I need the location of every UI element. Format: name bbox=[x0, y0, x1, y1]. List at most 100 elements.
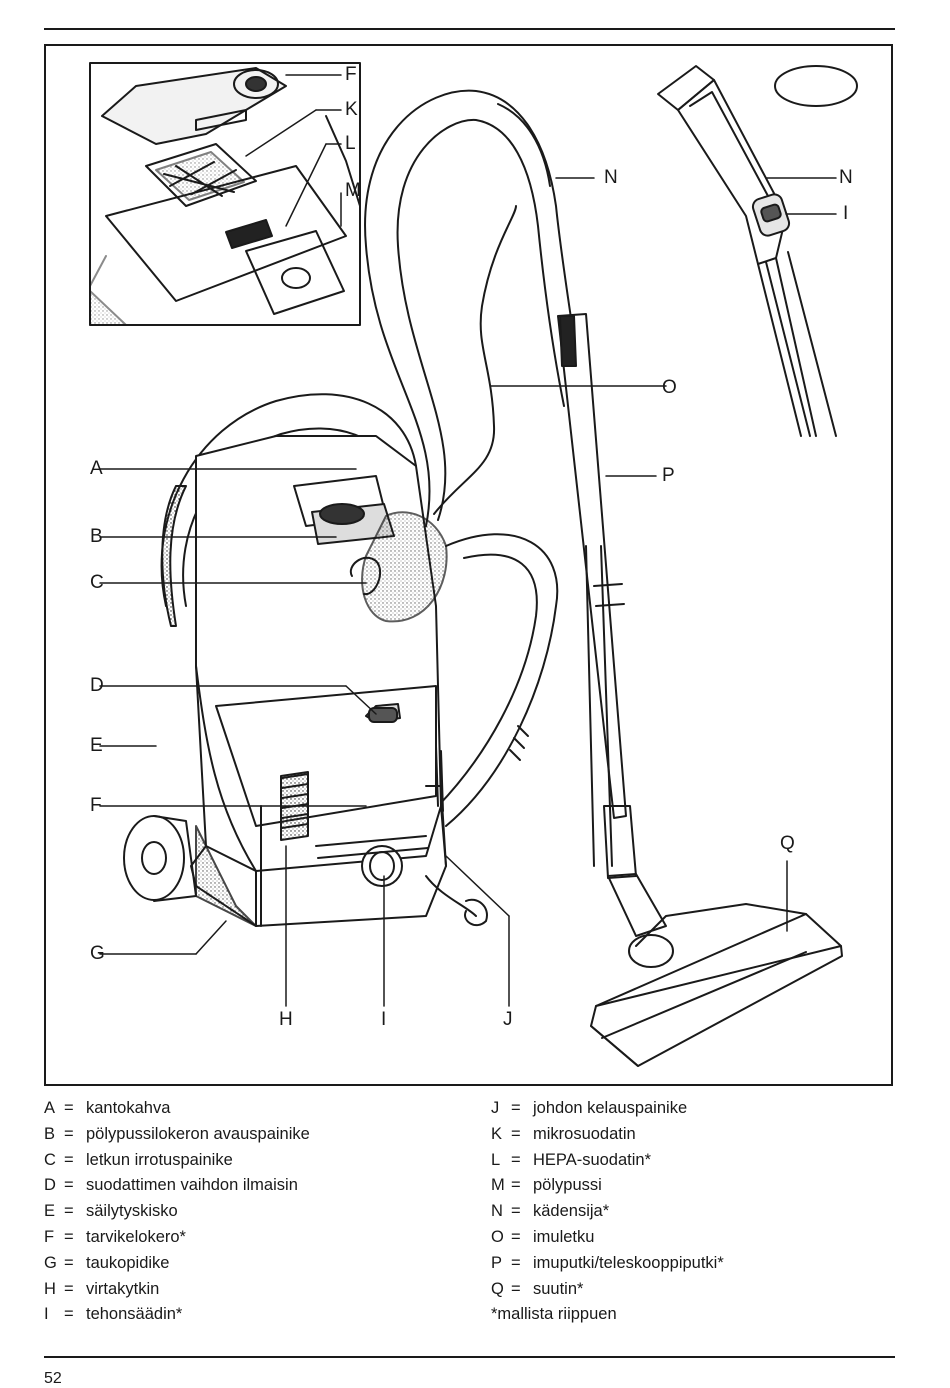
legend-text: johdon kelauspainike bbox=[533, 1099, 688, 1117]
legend-key: Q bbox=[491, 1279, 504, 1298]
callout-o: O bbox=[662, 377, 677, 398]
legend-key: K bbox=[491, 1124, 503, 1143]
legend-footnote: *mallista riippuen bbox=[491, 1305, 617, 1324]
callout-b: B bbox=[90, 526, 103, 547]
legend-text: pölypussi bbox=[533, 1176, 602, 1195]
callout-q: Q bbox=[780, 833, 795, 854]
legend-item: G = taukopidike bbox=[44, 1251, 310, 1277]
legend-equals: = bbox=[511, 1099, 521, 1117]
legend-text: imuletku bbox=[533, 1227, 595, 1246]
legend-item: N=kädensija* bbox=[491, 1199, 724, 1225]
suction-hose bbox=[364, 89, 582, 827]
legend-key: H bbox=[44, 1279, 56, 1298]
callout-n-hose: N bbox=[604, 167, 618, 188]
legend-equals: = bbox=[64, 1202, 74, 1221]
legend-text: kantokahva bbox=[86, 1099, 171, 1117]
legend-equals: = bbox=[511, 1150, 521, 1169]
legend-key: N bbox=[491, 1202, 503, 1221]
legend-key: G bbox=[44, 1253, 57, 1272]
bottom-rule bbox=[44, 1356, 895, 1358]
legend-equals: = bbox=[64, 1124, 74, 1143]
callout-h: H bbox=[279, 1009, 293, 1030]
legend-item: M = pölypussi bbox=[491, 1173, 724, 1199]
illustration-drawing bbox=[89, 62, 858, 1067]
legend-key: M bbox=[491, 1176, 505, 1195]
legend-key: I bbox=[44, 1305, 49, 1324]
legend-equals: = bbox=[64, 1099, 74, 1117]
legend-equals: = bbox=[511, 1227, 521, 1246]
callout-j: J bbox=[503, 1009, 513, 1030]
legend-item: P = imuputki/teleskooppiputki* bbox=[491, 1251, 724, 1277]
legend-text: suodattimen vaihdon ilmaisin bbox=[86, 1176, 298, 1195]
legend-equals: = bbox=[64, 1227, 74, 1246]
legend-text: säilytyskisko bbox=[86, 1202, 178, 1221]
callout-f-main: F bbox=[90, 795, 102, 816]
callout-c: C bbox=[90, 572, 104, 593]
suction-wand bbox=[557, 313, 843, 1067]
callout-m: M bbox=[345, 180, 361, 201]
legend-key: J bbox=[491, 1099, 500, 1117]
legend-equals: = bbox=[511, 1176, 521, 1195]
legend-text: taukopidike bbox=[86, 1253, 170, 1272]
legend-key: O bbox=[491, 1227, 504, 1246]
legend-key: P bbox=[491, 1253, 503, 1272]
legend-item: J = johdon kelauspainike bbox=[491, 1096, 724, 1122]
legend-equals: = bbox=[64, 1279, 74, 1298]
legend-item: O = imuletku bbox=[491, 1225, 724, 1251]
legend-item: I = tehonsäädin* bbox=[44, 1302, 310, 1328]
legend-item: Q = suutin* bbox=[491, 1277, 724, 1303]
callout-n-detail: N bbox=[839, 167, 853, 188]
legend-equals: = bbox=[64, 1253, 74, 1272]
legend-equals: = bbox=[511, 1124, 521, 1143]
legend-key: B bbox=[44, 1124, 56, 1143]
legend-equals: = bbox=[64, 1305, 74, 1324]
legend-item: F = tarvikelokero* bbox=[44, 1225, 310, 1251]
legend-item: K = mikrosuodatin bbox=[491, 1122, 724, 1148]
legend-left-column: A = kantokahva B = pölypussilokeron avauspai… bbox=[44, 1096, 310, 1328]
legend-text: letkun irrotuspainike bbox=[86, 1150, 233, 1169]
legend-text: mikrosuodatin bbox=[533, 1124, 636, 1143]
legend-item: E = säilytyskisko bbox=[44, 1199, 310, 1225]
page-number: 52 bbox=[44, 1370, 62, 1387]
legend-item: H = virtakytkin bbox=[44, 1277, 310, 1303]
legend-item: B = pölypussilokeron avauspainike bbox=[44, 1122, 310, 1148]
legend-item: D = suodattimen vaihdon ilmaisin bbox=[44, 1173, 310, 1199]
legend-key: C bbox=[44, 1150, 56, 1169]
callout-d: D bbox=[90, 675, 104, 696]
legend-text: suutin* bbox=[533, 1279, 584, 1298]
legend-text: imuputki/teleskooppiputki* bbox=[533, 1253, 724, 1272]
top-rule bbox=[44, 28, 895, 30]
legend-key: E bbox=[44, 1202, 56, 1221]
callout-i-detail: I bbox=[843, 203, 849, 224]
legend-key: A bbox=[44, 1099, 56, 1117]
legend-item: C = letkun irrotuspainike bbox=[44, 1148, 310, 1174]
detail-handle bbox=[657, 65, 858, 437]
leader-lines bbox=[99, 74, 837, 1007]
legend-text: pölypussilokeron avauspainike bbox=[86, 1124, 310, 1143]
legend-equals: = bbox=[64, 1176, 74, 1195]
legend-item: L=HEPA-suodatin* bbox=[491, 1148, 724, 1174]
legend-text: tarvikelokero* bbox=[86, 1227, 186, 1246]
legend-key: L bbox=[491, 1150, 501, 1169]
legend-text: virtakytkin bbox=[86, 1279, 160, 1298]
legend-equals: = bbox=[64, 1150, 74, 1169]
legend-key: F bbox=[44, 1227, 55, 1246]
legend-equals: = bbox=[511, 1279, 521, 1298]
callout-e: E bbox=[90, 735, 103, 756]
legend-text: tehonsäädin* bbox=[86, 1305, 183, 1324]
callout-f-inset: F bbox=[345, 64, 357, 85]
legend-equals: = bbox=[511, 1202, 521, 1221]
vacuum-body bbox=[123, 393, 488, 927]
inset-bag-compartment bbox=[89, 62, 361, 326]
callout-g: G bbox=[90, 943, 105, 964]
callout-a: A bbox=[90, 458, 103, 479]
legend-key: D bbox=[44, 1176, 56, 1195]
legend-right-column: J = johdon kelauspainike K = mikrosuodatin L… bbox=[491, 1096, 724, 1328]
callout-l: L bbox=[345, 133, 356, 154]
legend-item: A = kantokahva bbox=[44, 1096, 310, 1122]
callout-i-main: I bbox=[381, 1009, 387, 1030]
callout-p: P bbox=[662, 465, 675, 486]
callout-k: K bbox=[345, 99, 358, 120]
legend-equals: = bbox=[511, 1253, 521, 1272]
vacuum-cleaner-illustration: A B C D E F G H I J F K L M N N I O P Q bbox=[44, 44, 893, 1086]
